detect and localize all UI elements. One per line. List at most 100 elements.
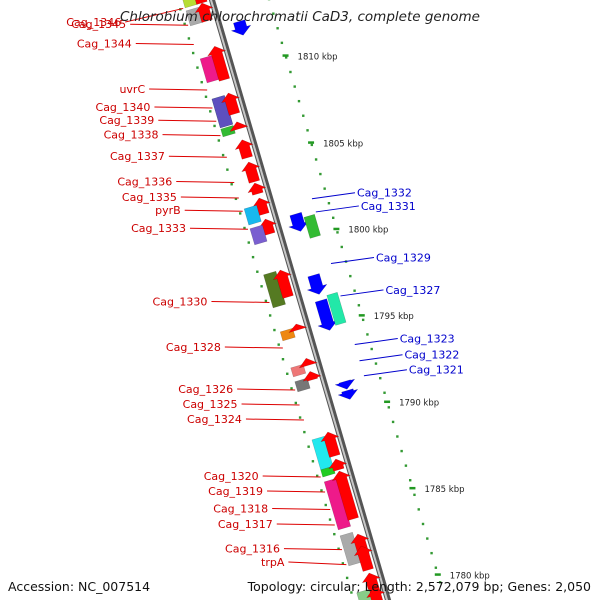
reverse-gene[interactable] bbox=[230, 19, 252, 36]
forward-gene-label[interactable]: Cag_1344 bbox=[77, 37, 132, 50]
reverse-gene[interactable] bbox=[306, 273, 328, 295]
forward-gene-label[interactable]: Cag_1340 bbox=[96, 101, 151, 114]
forward-gene[interactable] bbox=[211, 95, 234, 129]
forward-gene[interactable] bbox=[220, 125, 236, 138]
forward-track-dot bbox=[311, 460, 315, 463]
ruler-tick-label: 1800 kbp bbox=[348, 226, 388, 236]
forward-track-dot bbox=[209, 110, 212, 113]
forward-gene[interactable] bbox=[263, 270, 286, 309]
reverse-gene-label[interactable]: Cag_1329 bbox=[376, 252, 431, 265]
forward-gene-label[interactable]: pyrB bbox=[155, 204, 181, 217]
forward-gene-label[interactable]: Cag_1345 bbox=[71, 18, 126, 31]
reverse-label-leader bbox=[330, 257, 375, 265]
forward-track-dot bbox=[200, 80, 203, 84]
ruler-tick bbox=[282, 54, 289, 57]
label-layer: Cag_1346Cag_1345Cag_1344uvrCCag_1340Cag_… bbox=[66, 7, 464, 569]
genome-backbone-highlight bbox=[209, 0, 389, 600]
reverse-gene-label[interactable]: Cag_1323 bbox=[400, 333, 455, 346]
forward-gene-label[interactable]: Cag_1337 bbox=[110, 150, 165, 163]
forward-gene[interactable] bbox=[320, 465, 336, 478]
forward-gene-label[interactable]: trpA bbox=[261, 556, 285, 569]
forward-track-dot bbox=[286, 372, 289, 375]
forward-gene[interactable] bbox=[194, 2, 214, 23]
forward-gene[interactable] bbox=[243, 204, 262, 226]
reverse-track-dot bbox=[357, 304, 361, 307]
forward-gene-label[interactable]: Cag_1318 bbox=[213, 502, 268, 515]
reverse-gene-label[interactable]: Cag_1332 bbox=[357, 187, 412, 200]
forward-gene-label[interactable]: Cag_1346 bbox=[66, 16, 121, 29]
gene-layer bbox=[180, 0, 387, 600]
ruler-tick-label: 1790 kbp bbox=[399, 399, 439, 409]
forward-gene[interactable] bbox=[272, 269, 294, 299]
forward-gene[interactable] bbox=[180, 0, 198, 9]
forward-gene-label[interactable]: Cag_1336 bbox=[117, 175, 172, 188]
forward-label-leader bbox=[283, 548, 342, 551]
forward-track-dot bbox=[230, 183, 233, 186]
reverse-track-dot bbox=[426, 537, 429, 540]
forward-gene[interactable] bbox=[234, 139, 254, 160]
reverse-gene-label[interactable]: Cag_1322 bbox=[405, 349, 460, 362]
forward-track-dot bbox=[290, 387, 293, 390]
forward-gene[interactable] bbox=[366, 587, 387, 600]
forward-gene-label[interactable]: Cag_1338 bbox=[104, 129, 159, 142]
reverse-gene[interactable] bbox=[326, 291, 347, 326]
ruler-tick bbox=[308, 141, 315, 144]
reverse-gene[interactable] bbox=[314, 298, 339, 331]
forward-track-dot bbox=[183, 22, 186, 26]
forward-label-leader bbox=[180, 196, 239, 199]
forward-gene-label[interactable]: Cag_1316 bbox=[225, 543, 280, 556]
reverse-gene[interactable] bbox=[287, 211, 310, 232]
forward-gene-label[interactable]: Cag_1330 bbox=[153, 295, 208, 308]
forward-gene[interactable] bbox=[294, 377, 311, 393]
forward-label-leader bbox=[237, 388, 296, 391]
forward-track-dot bbox=[303, 430, 306, 434]
reverse-track-dot bbox=[293, 85, 296, 88]
forward-label-leader bbox=[184, 209, 243, 212]
forward-gene[interactable] bbox=[207, 45, 231, 82]
forward-track-dot bbox=[294, 401, 298, 405]
forward-gene[interactable] bbox=[290, 363, 307, 378]
forward-gene[interactable] bbox=[328, 458, 348, 472]
reverse-gene[interactable] bbox=[337, 388, 359, 400]
forward-label-leader bbox=[130, 23, 189, 26]
forward-track-dot bbox=[187, 37, 191, 40]
forward-track-dot bbox=[226, 168, 229, 171]
forward-gene-label[interactable]: Cag_1325 bbox=[183, 398, 238, 411]
forward-gene[interactable] bbox=[190, 0, 208, 5]
forward-gene[interactable] bbox=[229, 121, 249, 133]
forward-gene[interactable] bbox=[302, 371, 322, 382]
forward-gene[interactable] bbox=[249, 224, 268, 246]
forward-gene-label[interactable]: Cag_1333 bbox=[131, 222, 186, 235]
forward-gene[interactable] bbox=[331, 470, 359, 521]
forward-gene[interactable] bbox=[356, 588, 377, 600]
forward-gene-label[interactable]: uvrC bbox=[119, 83, 145, 96]
forward-gene[interactable] bbox=[220, 92, 241, 116]
forward-gene-label[interactable]: Cag_1319 bbox=[208, 485, 263, 498]
reverse-gene-label[interactable]: Cag_1327 bbox=[385, 284, 440, 297]
reverse-gene-label[interactable]: Cag_1321 bbox=[409, 364, 464, 377]
forward-gene[interactable] bbox=[320, 431, 341, 458]
forward-gene[interactable] bbox=[323, 477, 352, 531]
forward-label-leader bbox=[149, 88, 208, 91]
forward-gene-label[interactable]: Cag_1335 bbox=[122, 191, 177, 204]
forward-track-dot bbox=[345, 576, 349, 580]
forward-gene[interactable] bbox=[241, 161, 261, 184]
forward-label-leader bbox=[276, 523, 335, 526]
forward-gene[interactable] bbox=[298, 357, 318, 369]
forward-label-leader bbox=[288, 561, 347, 566]
forward-gene-label[interactable]: Cag_1328 bbox=[166, 341, 221, 354]
reverse-gene-label[interactable]: Cag_1331 bbox=[361, 200, 416, 213]
reverse-gene[interactable] bbox=[303, 213, 321, 239]
forward-gene-label[interactable]: Cag_1320 bbox=[204, 470, 259, 483]
reverse-gene[interactable] bbox=[334, 378, 356, 390]
forward-gene-label[interactable]: Cag_1317 bbox=[218, 518, 273, 531]
forward-gene[interactable] bbox=[288, 323, 308, 334]
forward-gene-label[interactable]: Cag_1326 bbox=[178, 383, 233, 396]
forward-gene[interactable] bbox=[247, 182, 267, 196]
forward-gene-label[interactable]: Cag_1324 bbox=[187, 413, 242, 426]
forward-gene-label[interactable]: Cag_1339 bbox=[99, 114, 154, 127]
forward-gene[interactable] bbox=[353, 545, 374, 572]
forward-track-dot bbox=[298, 416, 302, 419]
